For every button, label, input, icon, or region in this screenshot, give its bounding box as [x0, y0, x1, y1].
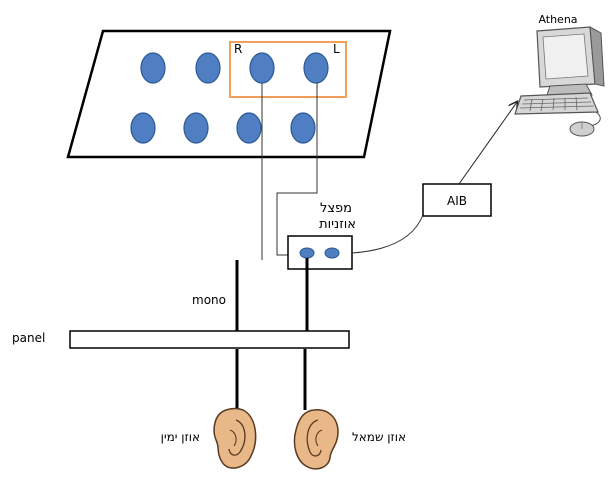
circle-left-output [304, 53, 328, 83]
aib-to-computer-arrow [459, 102, 517, 184]
computer-icon [515, 27, 604, 136]
headphone-splitter [288, 236, 352, 269]
splitter-to-aib-line [352, 215, 423, 253]
circle [196, 53, 220, 83]
left-ear-icon [294, 410, 338, 469]
circle [131, 113, 155, 143]
splitter-jack [325, 248, 339, 258]
right-channel-label: R [234, 42, 242, 56]
splitter-label-line2: אוזניות [319, 217, 356, 232]
left-ear-label: אוזן שמאל [352, 430, 406, 444]
splitter-jack [300, 248, 314, 258]
splitter-label-line1: מפצל [320, 201, 352, 216]
computer-label: Athena [538, 13, 577, 26]
circle [291, 113, 315, 143]
left-channel-label: L [333, 42, 340, 56]
panel-bar [70, 331, 349, 348]
panel-label: panel [12, 331, 45, 345]
circle [141, 53, 165, 83]
right-ear-icon [214, 409, 255, 469]
aib-label: AIB [447, 194, 467, 208]
circle-right-output [250, 53, 274, 83]
circle [237, 113, 261, 143]
right-ear-label: אוזן ימין [161, 430, 200, 444]
circle [184, 113, 208, 143]
mono-label: mono [192, 293, 226, 307]
